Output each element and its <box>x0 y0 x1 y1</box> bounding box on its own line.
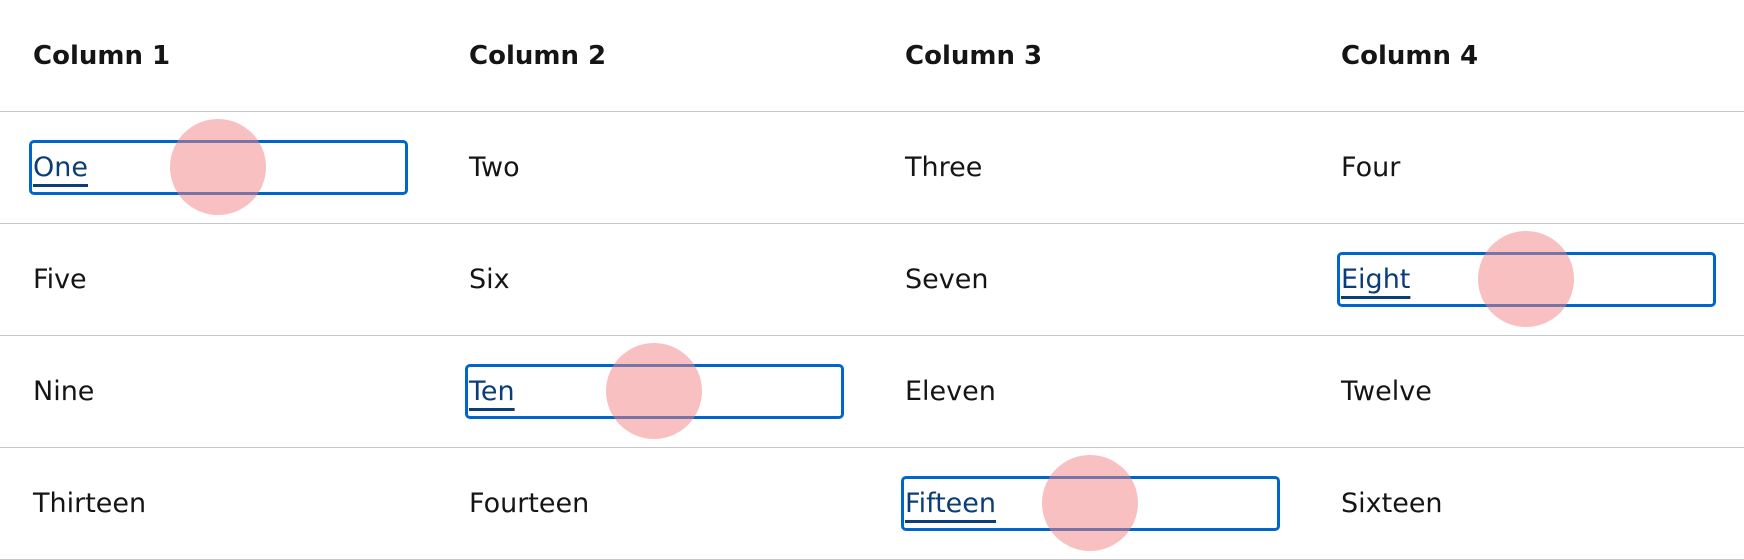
cell-text: Seven <box>905 264 989 295</box>
table-cell[interactable]: Eight <box>1308 223 1744 336</box>
column-header-3[interactable]: Column 3 <box>905 40 1043 71</box>
column-header-2[interactable]: Column 2 <box>469 40 607 71</box>
cell-link[interactable]: Fifteen <box>905 488 997 519</box>
focus-outline <box>465 364 844 419</box>
table-row: Five Six Seven Eight <box>0 223 1744 336</box>
table-cell: Two <box>436 111 872 224</box>
table-cell: Eleven <box>872 335 1308 448</box>
table-cell: Five <box>0 223 436 336</box>
cell-text: Fourteen <box>469 488 590 519</box>
table-cell: Fourteen <box>436 447 872 560</box>
touch-indicator <box>1042 455 1138 551</box>
cell-text: Sixteen <box>1341 488 1443 519</box>
cell-text: Twelve <box>1341 376 1432 407</box>
cell-text: Nine <box>33 376 95 407</box>
table-cell: Six <box>436 223 872 336</box>
cell-text: Three <box>905 152 983 183</box>
cell-text: Eleven <box>905 376 996 407</box>
table-cell[interactable]: Fifteen <box>872 447 1308 560</box>
header-row: Column 1 Column 2 Column 3 Column 4 <box>0 0 1744 112</box>
table-row: Nine Ten Eleven Twelve <box>0 335 1744 448</box>
table-cell[interactable]: Ten <box>436 335 872 448</box>
table-cell[interactable]: One <box>0 111 436 224</box>
cell-link[interactable]: One <box>33 152 88 183</box>
column-header-1[interactable]: Column 1 <box>33 40 171 71</box>
column-header-4[interactable]: Column 4 <box>1341 40 1479 71</box>
table-cell: Twelve <box>1308 335 1744 448</box>
cell-text: Six <box>469 264 510 295</box>
cell-text: Thirteen <box>33 488 147 519</box>
cell-link[interactable]: Eight <box>1341 264 1411 295</box>
table-row: One Two Three Four <box>0 111 1744 224</box>
cell-link[interactable]: Ten <box>469 376 515 407</box>
cell-text: Four <box>1341 152 1401 183</box>
table-cell: Four <box>1308 111 1744 224</box>
touch-indicator <box>170 119 266 215</box>
cell-text: Five <box>33 264 87 295</box>
table-cell: Sixteen <box>1308 447 1744 560</box>
touch-indicator <box>1478 231 1574 327</box>
table-cell: Seven <box>872 223 1308 336</box>
table-cell: Thirteen <box>0 447 436 560</box>
table-cell: Nine <box>0 335 436 448</box>
cell-text: Two <box>469 152 520 183</box>
table-cell: Three <box>872 111 1308 224</box>
table-row: Thirteen Fourteen Fifteen Sixteen <box>0 447 1744 560</box>
touch-indicator <box>606 343 702 439</box>
